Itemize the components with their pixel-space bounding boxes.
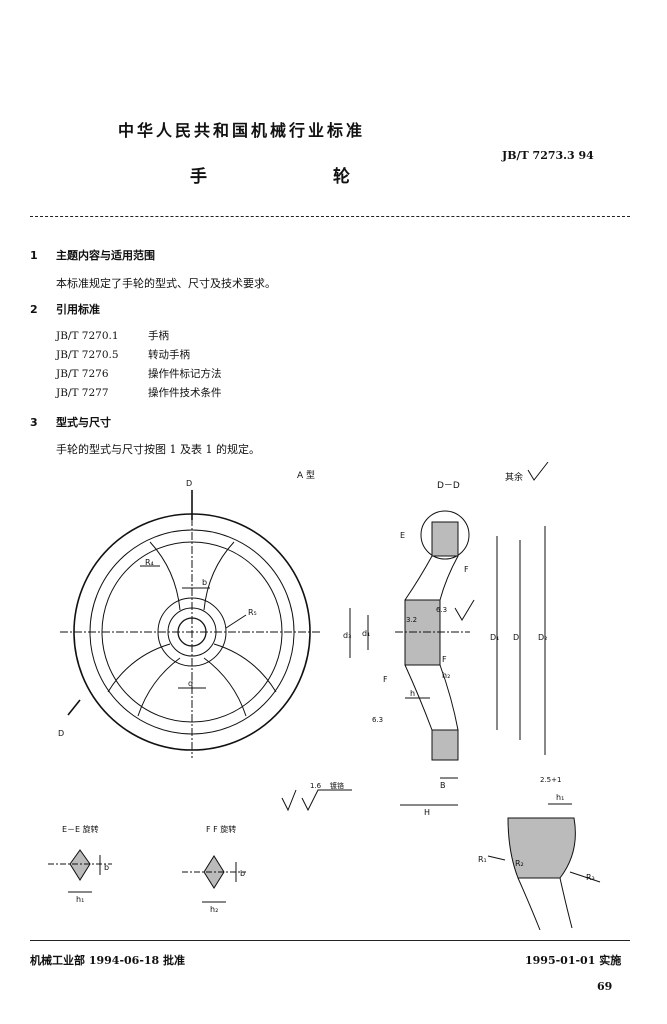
section-number: 1 [30,249,38,262]
footer-divider [30,940,630,941]
section-3-text: 手轮的型式与尺寸按图 1 及表 1 的规定。 [56,443,260,456]
document-title: 手 轮 [190,162,350,187]
e-e-label: E－E 旋转 [62,824,99,834]
type-label: A 型 [297,470,315,481]
diameter-d3-label: d₃ [343,631,351,640]
diameter-d1-label: d₁ [362,629,370,638]
section-view: E F F F d₃ d₁ D₁ D D₂ h₂ h H B 3.2 6.3 6… [343,510,547,817]
section-2-heading: 2 引用标准 [30,301,100,317]
roughness-value-a: 3.2 [406,616,417,624]
rim-detail: 2.5+1 h₁ R₁ R₂ R₃ [478,776,601,931]
other-roughness-label: 其余 [505,471,523,483]
section-title: 型式与尺寸 [56,416,111,429]
section-number: 2 [30,303,38,316]
roughness-symbol [527,461,549,481]
reference-name: 转动手柄 [148,349,190,361]
title-char-2: 轮 [333,167,350,187]
detail-h1-label: h₁ [556,793,564,802]
reference-item: JB/T 7270.5 转动手柄 [56,347,190,362]
hub-h-label: h [410,689,415,698]
section-f-mark-lower: F [383,675,388,684]
f-f-b-label: b [240,869,245,878]
page-number: 69 [597,980,613,993]
roughness-value-c: 6.3 [372,716,383,724]
section-1-heading: 1 主题内容与适用范围 [30,247,155,263]
issuing-organization: 中华人民共和国机械行业标准 [118,121,366,140]
detail-r3-label: R₃ [586,873,595,882]
reference-item: JB/T 7277 操作件技术条件 [56,385,222,400]
front-view: D D R₄ b R₅ d [58,479,320,758]
f-f-h2-label: h₂ [210,905,218,914]
legend-plating-note: 镀铬 [330,781,344,790]
spoke-width-label: b [202,578,207,587]
section-mark-bottom: D [58,729,64,738]
reference-item: JB/T 7270.1 手柄 [56,328,169,343]
roughness-value-b: 6.3 [436,606,447,614]
radius-r4-label: R₄ [145,558,154,567]
reference-name: 操作件技术条件 [148,387,222,399]
bore-diameter-label: d [188,679,193,688]
section-e-mark: E [400,531,405,540]
f-f-rotated-section: F F 旋转 h₂ b [182,824,246,914]
reference-item: JB/T 7276 操作件标记方法 [56,366,222,381]
reference-code: JB/T 7277 [56,387,109,399]
roughness-legend: 1.6 镀铬 [281,781,352,812]
section-3-heading: 3 型式与尺寸 [30,414,111,430]
header-divider [30,216,630,217]
diameter-big-d2-label: D₂ [538,633,547,642]
height-h2-label: h₂ [442,671,450,680]
detail-dimension-label: 2.5+1 [540,776,561,784]
section-1-text: 本标准规定了手轮的型式、尺寸及技术要求。 [56,277,276,290]
handwheel-drawing: A 型 D－D 其余 D D R₄ b R₅ d [48,461,601,931]
e-e-b-label: b [104,863,109,872]
approval-info: 机械工业部 1994-06-18 批准 [30,954,186,967]
rim-width-label: B [440,781,446,790]
detail-r1-label: R₁ [478,855,487,864]
radius-r5-label: R₅ [248,608,257,617]
e-e-rotated-section: E－E 旋转 h₁ b [48,824,112,904]
e-e-h1-label: h₁ [76,895,84,904]
reference-name: 操作件标记方法 [148,368,222,380]
reference-name: 手柄 [148,330,169,342]
section-mark-top: D [186,479,192,488]
reference-code: JB/T 7276 [56,368,109,380]
section-view-label: D－D [437,481,460,491]
legend-roughness-value: 1.6 [310,782,322,790]
implementation-date: 1995-01-01 实施 [525,954,622,967]
standard-code: JB/T 7273.3 94 [502,149,594,162]
section-title: 主题内容与适用范围 [56,249,155,262]
reference-code: JB/T 7270.1 [56,330,119,342]
diameter-big-d-label: D [513,633,519,642]
section-f-mark-mid: F [442,655,447,664]
detail-r2-label: R₂ [515,859,524,868]
section-number: 3 [30,416,38,429]
spoke-left [107,643,181,717]
section-f-mark-upper: F [464,565,469,574]
spoke-right [203,643,277,717]
diameter-big-d1-label: D₁ [490,633,499,642]
total-height-label: H [424,808,430,817]
title-char-1: 手 [190,167,207,187]
spoke-top [149,541,235,611]
f-f-label: F F 旋转 [206,824,236,834]
section-title: 引用标准 [56,303,100,316]
reference-code: JB/T 7270.5 [56,349,119,361]
